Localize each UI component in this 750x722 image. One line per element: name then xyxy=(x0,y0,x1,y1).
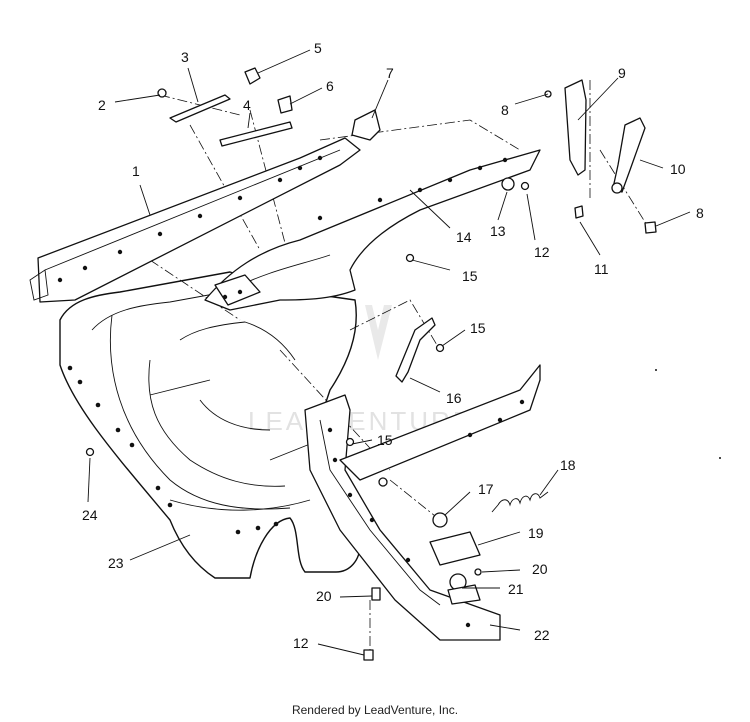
hood-body xyxy=(59,271,361,579)
render-credit: Rendered by LeadVenture, Inc. xyxy=(291,703,459,717)
watermark: LEADVENTURE xyxy=(248,305,470,436)
callout-5: 5 xyxy=(314,40,322,56)
stray-dot xyxy=(655,369,657,371)
clip-7 xyxy=(351,109,381,141)
callout-15-a: 15 xyxy=(462,268,478,284)
leader-lines xyxy=(87,49,691,656)
callout-20-a: 20 xyxy=(532,561,548,577)
inner-panel xyxy=(204,149,541,311)
callout-8-b: 8 xyxy=(696,205,704,221)
callout-12-b: 12 xyxy=(293,635,309,651)
exploded-view-drawing: LEADVENTURE xyxy=(29,40,721,661)
callout-6: 6 xyxy=(326,78,334,94)
callout-11: 11 xyxy=(594,261,609,277)
latch-21 xyxy=(447,573,481,605)
callout-20-b: 20 xyxy=(316,588,332,604)
callout-8-a: 8 xyxy=(501,102,509,118)
side-bracket-9 xyxy=(564,79,587,176)
callout-9: 9 xyxy=(618,65,626,81)
plate-19 xyxy=(429,531,481,566)
callout-10: 10 xyxy=(670,161,686,177)
callout-23: 23 xyxy=(108,555,124,571)
callout-12-a: 12 xyxy=(534,244,550,260)
callout-24: 24 xyxy=(82,507,98,523)
stray-dot xyxy=(719,457,721,459)
callout-22: 22 xyxy=(534,627,550,643)
callout-21: 21 xyxy=(508,581,524,597)
callout-18: 18 xyxy=(560,457,576,473)
lower-rail xyxy=(304,364,541,641)
callout-3: 3 xyxy=(181,49,189,65)
small-bars xyxy=(169,94,293,147)
callout-19: 19 xyxy=(528,525,544,541)
callout-15-b: 15 xyxy=(470,320,486,336)
callouts: 1 2 3 4 5 6 7 8 8 9 10 11 12 12 13 14 15… xyxy=(82,40,704,651)
callout-7: 7 xyxy=(386,65,394,81)
callout-17: 17 xyxy=(478,481,494,497)
callout-14: 14 xyxy=(456,229,472,245)
callout-16: 16 xyxy=(446,390,462,406)
callout-4: 4 xyxy=(243,97,251,113)
bracket-16 xyxy=(395,317,436,383)
upper-rail xyxy=(29,137,361,303)
callout-1: 1 xyxy=(132,163,140,179)
fasteners xyxy=(85,67,584,661)
prop-rod-10 xyxy=(611,117,657,234)
callout-15-c: 15 xyxy=(377,432,393,448)
callout-2: 2 xyxy=(98,97,106,113)
callout-13: 13 xyxy=(490,223,506,239)
spring-18 xyxy=(491,491,549,513)
